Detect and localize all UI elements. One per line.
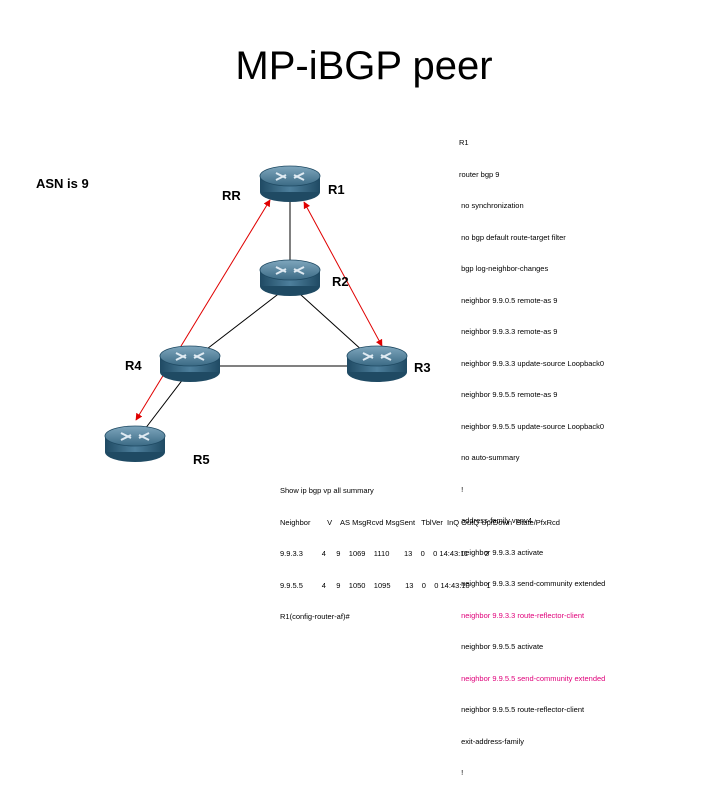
router-r4-icon — [159, 345, 221, 382]
router-r2-icon — [259, 259, 321, 296]
router-label-r2: R2 — [332, 274, 349, 289]
config-line: neighbor 9.9.5.5 activate — [459, 642, 544, 651]
config-line: neighbor 9.9.5.5 route-reflector-client — [459, 705, 585, 714]
peer-arrow-r1-r3 — [303, 201, 383, 347]
config-line: ! — [459, 768, 464, 777]
output-line: 9.9.3.3 4 9 1069 1110 13 0 0 14:43:11 2 — [280, 549, 489, 558]
config-line: neighbor 9.9.5.5 remote-as 9 — [459, 390, 558, 399]
asn-label: ASN is 9 — [36, 176, 89, 191]
config-line: bgp log-neighbor-changes — [459, 264, 549, 273]
config-line: address-family vpnv4 — [459, 516, 532, 525]
router-label-r1: R1 — [328, 182, 345, 197]
router-label-r5: R5 — [193, 452, 210, 467]
output-line: 9.9.5.5 4 9 1050 1095 13 0 0 14:43:10 1 — [280, 580, 491, 590]
slide-title: MP-iBGP peer — [235, 44, 493, 88]
output-line: Show ip bgp vp all summary — [280, 486, 374, 495]
output-line: R1(config-router-af)# — [280, 612, 350, 621]
router-label-rr: RR — [222, 188, 241, 203]
config-line: neighbor 9.9.3.3 update-source Loopback0 — [459, 358, 605, 368]
router-label-r3: R3 — [414, 360, 431, 375]
router-config-listing: R1 router bgp 9 no synchronization no bg… — [459, 117, 605, 789]
ibgp-peer-arrows — [135, 199, 383, 421]
router-r3-icon — [346, 345, 408, 382]
config-line-highlighted: neighbor 9.9.5.5 send-community extended — [459, 673, 606, 683]
config-line: no synchronization — [459, 201, 524, 210]
config-line: R1 — [459, 138, 469, 147]
config-line: no bgp default route-target filter — [459, 232, 566, 242]
topology-links — [134, 190, 376, 443]
router-r5-icon — [104, 425, 166, 462]
config-line: exit-address-family — [459, 736, 525, 746]
config-line: ! — [459, 484, 464, 494]
config-line: router bgp 9 — [459, 169, 500, 179]
config-line: neighbor 9.9.5.5 update-source Loopback0 — [459, 421, 605, 431]
bgp-summary-output: Show ip bgp vp all summary Neighbor V AS… — [280, 465, 560, 633]
network-diagram — [104, 165, 408, 462]
peer-arrow-r1-r5 — [135, 199, 271, 421]
router-label-r4: R4 — [125, 358, 142, 373]
output-line: Neighbor V AS MsgRcvd MsgSent TblVer InQ… — [280, 517, 560, 527]
router-r1-icon — [259, 165, 321, 202]
config-line: neighbor 9.9.3.3 remote-as 9 — [459, 327, 558, 336]
config-line: no auto-summary — [459, 453, 520, 462]
config-line: neighbor 9.9.0.5 remote-as 9 — [459, 295, 558, 305]
